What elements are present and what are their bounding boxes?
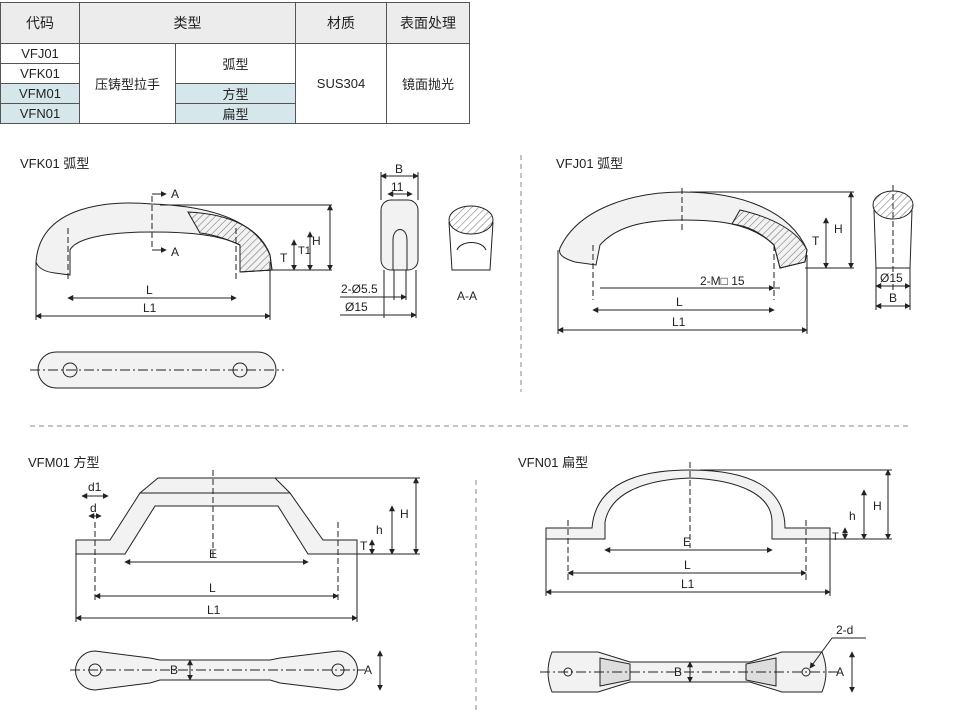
vfk01-end-view [380, 199, 419, 271]
dim-A: A [364, 663, 372, 677]
vfk01-section-hatch [187, 211, 273, 273]
spec-table: 代码 类型 材质 表面处理 VFJ01 压铸型拉手 弧型 SUS304 镜面抛光… [0, 2, 470, 124]
vfk01-title: VFK01 弧型 [20, 156, 89, 171]
vfj01-drawing: VFJ01 弧型 2-M□ 15 L L1 H T Ø15 B [556, 156, 914, 334]
dim-T: T [360, 539, 368, 553]
dim-B: B [889, 291, 897, 305]
section-aa-label: A-A [457, 289, 477, 303]
code-cell: VFJ01 [0, 43, 80, 64]
section-mark-a: A [171, 187, 179, 201]
finish-cell: 镜面抛光 [386, 43, 470, 124]
dim-T1: T1 [298, 245, 311, 257]
section-aa-profile [448, 205, 494, 235]
dim-dia: Ø15 [880, 271, 903, 285]
dim-L1: L1 [143, 301, 157, 315]
vfn01-handle-body [545, 469, 831, 540]
dim-H: H [400, 507, 409, 521]
dim-L: L [676, 295, 683, 309]
dim-E: E [209, 547, 217, 561]
dim-11: 11 [391, 180, 404, 194]
dim-L: L [209, 581, 216, 595]
dim-d1: d1 [88, 480, 102, 494]
vfk01-drawing: VFK01 弧型 A A L L1 H T T1 B [20, 156, 494, 389]
dim-B: B [674, 665, 682, 679]
section-mark-a: A [171, 245, 179, 259]
dim-B: B [395, 162, 403, 176]
vfj01-section-hatch [731, 209, 808, 269]
dim-h: h [849, 509, 856, 523]
dim-A: A [836, 665, 844, 679]
dim-dia: Ø15 [345, 300, 368, 314]
dim-H: H [834, 222, 843, 236]
vfn01-title: VFN01 扁型 [518, 455, 588, 470]
vfj01-title: VFJ01 弧型 [556, 156, 623, 171]
type-main-cell: 压铸型拉手 [79, 43, 176, 124]
dim-B: B [170, 663, 178, 677]
dim-L: L [146, 283, 153, 297]
dim-H: H [312, 234, 321, 248]
dim-L: L [684, 558, 691, 572]
vfm01-handle-body [75, 477, 358, 555]
dim-H: H [873, 499, 882, 513]
dim-T: T [280, 251, 288, 265]
dim-L1: L1 [681, 577, 695, 591]
code-cell: VFM01 [0, 83, 80, 104]
header-finish: 表面处理 [386, 2, 470, 44]
subtype-cell: 扁型 [175, 103, 296, 124]
vfn01-drawing: VFN01 扁型 E L L1 H h T B A 2-d [518, 455, 892, 693]
vfm01-drawing: VFM01 方型 d1 d E L L1 H h T B A [28, 455, 420, 691]
dim-thread: 2-M□ 15 [700, 274, 745, 288]
dim-d: d [90, 501, 97, 515]
dim-T: T [812, 234, 820, 248]
header-code: 代码 [0, 2, 80, 44]
dim-h: h [376, 523, 383, 537]
dim-hole: 2-Ø5.5 [341, 282, 378, 296]
code-cell: VFN01 [0, 103, 80, 124]
dim-E: E [683, 535, 691, 549]
material-cell: SUS304 [295, 43, 387, 124]
dim-2d: 2-d [836, 623, 853, 637]
dim-L1: L1 [207, 603, 221, 617]
vfm01-title: VFM01 方型 [28, 455, 100, 470]
dim-T: T [832, 531, 839, 543]
subtype-cell: 方型 [175, 83, 296, 104]
dim-L1: L1 [672, 315, 686, 329]
